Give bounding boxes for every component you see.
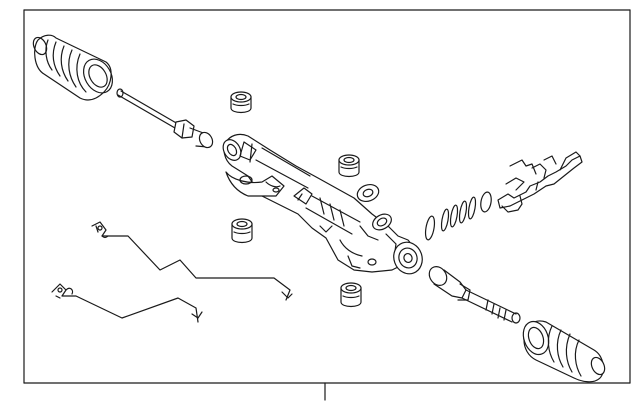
mount-bushing-top-right xyxy=(338,154,360,178)
mount-bushing-bottom xyxy=(340,282,362,308)
rack-housing xyxy=(222,133,423,275)
tie-rod-inner-left xyxy=(116,88,214,149)
mount-bushing-top-left xyxy=(230,91,252,114)
pressure-line-lower xyxy=(51,283,203,323)
boot-right xyxy=(522,320,606,383)
valve-body xyxy=(497,151,583,213)
diagram-frame xyxy=(23,9,631,401)
washer xyxy=(356,183,380,203)
pressure-line-upper xyxy=(91,221,293,301)
mount-bushing-mid-left xyxy=(231,218,253,244)
boot-left xyxy=(32,34,114,101)
tie-rod-inner-right xyxy=(428,266,521,324)
seal-rings xyxy=(424,191,492,241)
